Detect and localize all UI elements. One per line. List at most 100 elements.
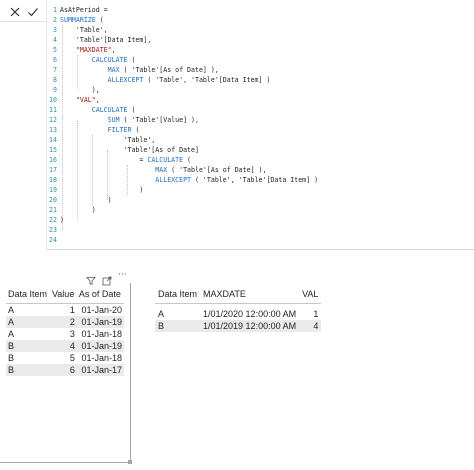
dax-text: ) [60,196,112,204]
code-line: 17 MAX ( 'Table'[As of Date] ), [47,165,474,175]
table-row: B 4 01-Jan-19 [6,339,124,352]
dax-function: CALCULATE [91,106,128,114]
dax-string: "MAXDATE" [75,46,112,54]
code-line: 12 SUM ( 'Table'[Value] ), [47,115,474,125]
column-header[interactable]: Data Item [6,286,50,304]
dax-text: ( [131,126,140,134]
cell-value: 1 [69,304,75,315]
cell-as-of-date: 01-Jan-20 [81,304,122,315]
table-row: B 1/01/2019 12:00:00 AM 4 [155,319,322,332]
dax-text [60,66,108,74]
code-line: 14 'Table', [47,135,474,145]
dax-text: 'Table'[As of Date] [60,146,199,154]
dax-text: ( [95,16,104,24]
table-header-row: Data Item Value As of Date [6,286,124,304]
line-number: 12 [49,116,57,124]
code-line: 24 [47,235,474,245]
table-row: A 1 01-Jan-20 [6,303,124,316]
cell-maxdate: 1/01/2020 12:00:00 AM [203,308,297,319]
dax-function: SUMMARIZE [60,16,96,24]
dax-text [60,166,155,174]
dax-text [60,106,92,114]
dax-text: 'Table', [60,136,156,144]
dax-text [60,76,108,84]
cell-value: 2 [49,315,77,328]
cell-data-item: A [8,328,15,339]
dax-function: CALCULATE [147,156,184,164]
cell-val: 1 [313,308,319,319]
code-line: 9 ), [47,85,474,95]
dax-text: ( [127,106,136,114]
line-number: 22 [49,216,57,224]
dax-text: ( [127,56,136,64]
dax-text [60,96,76,104]
cell-value: 4 [49,339,77,352]
line-number: 8 [53,76,57,84]
dax-function: CALCULATE [91,56,128,64]
dax-text [60,46,76,54]
cell-val: 4 [299,319,322,332]
line-number: 24 [49,236,57,244]
cell-as-of-date: 01-Jan-19 [76,339,124,352]
dax-text: 'Table'[Data Item], [60,36,152,44]
more-options-icon[interactable]: ··· [118,270,127,280]
column-header[interactable]: Value [49,286,77,304]
line-number: 10 [49,96,57,104]
code-line: 3 'Table', [47,25,474,35]
dax-function: MAX [155,166,168,174]
check-icon[interactable] [26,4,40,18]
line-number: 19 [49,186,57,194]
formula-toolbar [0,0,46,22]
dax-text [60,56,92,64]
table-row: B 6 01-Jan-17 [6,363,124,376]
code-line: 16 = CALCULATE ( [47,155,474,165]
source-table: Data Item Value As of Date A 1 01-Jan-20… [6,286,124,376]
code-line: 19 ) [47,185,474,195]
line-number: 16 [49,156,57,164]
line-number: 21 [49,206,57,214]
indent-guide [127,165,128,195]
dax-function: SUM [107,116,120,124]
line-number: 6 [53,56,57,64]
dax-function: MAX [107,66,120,74]
resize-handle[interactable] [128,460,132,464]
dax-text: = [60,156,148,164]
dax-text: ), [60,86,100,94]
line-number: 18 [49,176,57,184]
dax-text: AsAtPeriod = [60,6,108,14]
dax-function: ALLEXCEPT [107,76,144,84]
cell-as-of-date: 01-Jan-18 [81,328,122,339]
line-number: 7 [53,66,57,74]
line-number: 4 [53,36,57,44]
line-number: 23 [49,226,57,234]
visual-header: ··· [86,270,132,286]
line-number: 14 [49,136,57,144]
column-header[interactable]: VAL [299,286,322,304]
table-row: B 5 01-Jan-18 [6,352,124,364]
filter-icon[interactable] [86,271,96,286]
dax-text: ) [60,216,64,224]
table-row: A 3 01-Jan-18 [6,328,124,340]
indent-guide [77,55,78,90]
dax-function: FILTER [107,126,132,134]
focus-mode-icon[interactable] [102,271,112,286]
column-header[interactable]: As of Date [76,286,124,304]
cell-as-of-date: 01-Jan-19 [76,315,124,328]
dax-text: ) [60,186,144,194]
dax-text: , [95,96,100,104]
column-header[interactable]: Data Item [155,286,201,304]
cell-data-item: B [155,319,201,332]
dax-text: , [111,46,116,54]
dax-string: "VAL" [75,96,96,104]
close-icon[interactable] [8,4,22,18]
dax-text: ( 'Table'[Value] ), [119,116,199,124]
cell-as-of-date: 01-Jan-17 [76,363,124,376]
table-header-row: Data Item MAXDATE VAL [155,286,322,304]
column-header[interactable]: MAXDATE [200,286,300,304]
table-row: A 2 01-Jan-19 [6,315,124,328]
dax-text: 'Table', [60,26,108,34]
code-line: 11 CALCULATE ( [47,105,474,115]
